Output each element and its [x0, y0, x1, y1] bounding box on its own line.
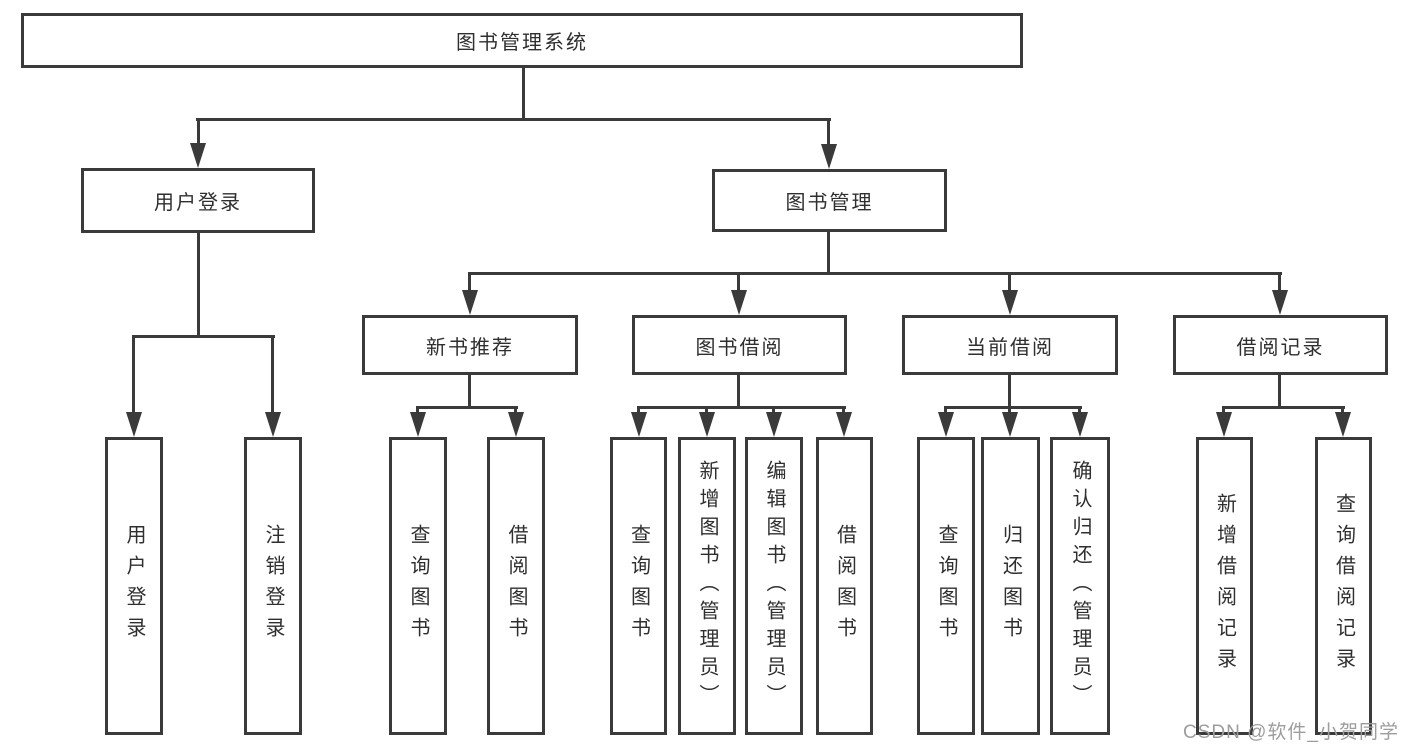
connector-line: [514, 406, 517, 416]
leaf-confirm-return-admin-label: 确认归还（管理员）: [1069, 460, 1091, 712]
connector-line: [468, 272, 1282, 275]
node-book-borrow: 图书借阅: [632, 315, 847, 375]
leaf-return-book-label: 归还图书: [999, 524, 1022, 648]
arrow-down-icon: [1272, 290, 1288, 315]
arrow-down-icon: [731, 290, 747, 315]
node-root: 图书管理系统: [21, 13, 1023, 68]
leaf-search-borrow-record: 查询借阅记录: [1315, 437, 1372, 735]
arrow-down-icon: [766, 412, 782, 437]
connector-line: [944, 406, 1082, 409]
leaf-logout-label: 注销登录: [262, 524, 284, 648]
connector-line: [827, 232, 830, 272]
leaf-add-book-admin-label: 新增图书（管理员）: [696, 460, 718, 712]
arrow-down-icon: [699, 412, 715, 437]
leaf-edit-book-admin-label: 编辑图书（管理员）: [763, 460, 785, 712]
leaf-add-borrow-record: 新增借阅记录: [1196, 437, 1253, 735]
node-current-borrow: 当前借阅: [902, 315, 1118, 375]
connector-line: [1222, 406, 1225, 416]
connector-line: [468, 375, 471, 406]
leaf-return-book: 归还图书: [981, 437, 1040, 735]
connector-line: [944, 406, 947, 416]
connector-line: [416, 406, 419, 416]
connector-line: [197, 118, 200, 146]
leaf-edit-book-admin: 编辑图书（管理员）: [745, 437, 803, 735]
leaf-search-books-current: 查询图书: [917, 437, 975, 735]
arrow-down-icon: [1216, 412, 1232, 437]
connector-line: [737, 375, 740, 406]
leaf-search-borrow-record-label: 查询借阅记录: [1332, 493, 1355, 679]
arrow-down-icon: [938, 412, 954, 437]
connector-line: [705, 406, 708, 416]
leaf-user-login-label: 用户登录: [123, 524, 145, 648]
connector-line: [132, 335, 275, 338]
arrow-down-icon: [462, 290, 478, 315]
arrow-down-icon: [1002, 412, 1018, 437]
connector-line: [132, 335, 135, 415]
connector-line: [1008, 272, 1011, 294]
node-borrow-records: 借阅记录: [1173, 315, 1388, 375]
connector-line: [637, 406, 846, 409]
arrow-down-icon: [126, 412, 142, 437]
connector-line: [1008, 406, 1011, 416]
connector-line: [196, 118, 831, 121]
connector-line: [468, 272, 471, 294]
arrow-down-icon: [1072, 412, 1088, 437]
connector-line: [737, 272, 740, 294]
connector-line: [842, 406, 845, 416]
arrow-down-icon: [265, 412, 281, 437]
leaf-add-book-admin: 新增图书（管理员）: [678, 437, 736, 735]
arrow-down-icon: [410, 412, 426, 437]
node-new-book-recommend: 新书推荐: [362, 315, 578, 375]
connector-line: [1078, 406, 1081, 416]
leaf-search-books-recommend: 查询图书: [389, 437, 447, 735]
connector-line: [1278, 375, 1281, 406]
connector-line: [1008, 375, 1011, 406]
leaf-add-borrow-record-label: 新增借阅记录: [1213, 493, 1236, 679]
arrow-down-icon: [190, 143, 206, 168]
leaf-search-books-current-label: 查询图书: [935, 524, 957, 648]
arrow-down-icon: [631, 412, 647, 437]
connector-line: [637, 406, 640, 416]
leaf-search-books-borrow-label: 查询图书: [627, 524, 650, 648]
arrow-down-icon: [821, 144, 837, 169]
leaf-confirm-return-admin: 确认归还（管理员）: [1050, 437, 1110, 735]
connector-line: [197, 233, 200, 335]
connector-line: [1278, 272, 1281, 294]
leaf-borrow-books-recommend: 借阅图书: [487, 437, 545, 735]
node-book-management: 图书管理: [712, 169, 947, 232]
arrow-down-icon: [836, 412, 852, 437]
leaf-search-books-recommend-label: 查询图书: [407, 524, 429, 648]
node-user-login: 用户登录: [81, 168, 315, 233]
leaf-borrow-books: 借阅图书: [816, 437, 873, 735]
leaf-borrow-books-label: 借阅图书: [833, 524, 856, 648]
connector-line: [1341, 406, 1344, 416]
arrow-down-icon: [1002, 290, 1018, 315]
arrow-down-icon: [1335, 412, 1351, 437]
connector-line: [827, 118, 830, 146]
leaf-logout: 注销登录: [244, 437, 302, 735]
connector-line: [772, 406, 775, 416]
connector-line: [271, 335, 274, 415]
arrow-down-icon: [508, 412, 524, 437]
connector-line: [522, 68, 525, 118]
leaf-search-books-borrow: 查询图书: [610, 437, 667, 735]
watermark: CSDN @软件_小贺同学: [1183, 722, 1399, 743]
connector-line: [416, 406, 518, 409]
connector-line: [1222, 406, 1345, 409]
leaf-borrow-books-recommend-label: 借阅图书: [505, 524, 527, 648]
leaf-user-login: 用户登录: [105, 437, 163, 735]
